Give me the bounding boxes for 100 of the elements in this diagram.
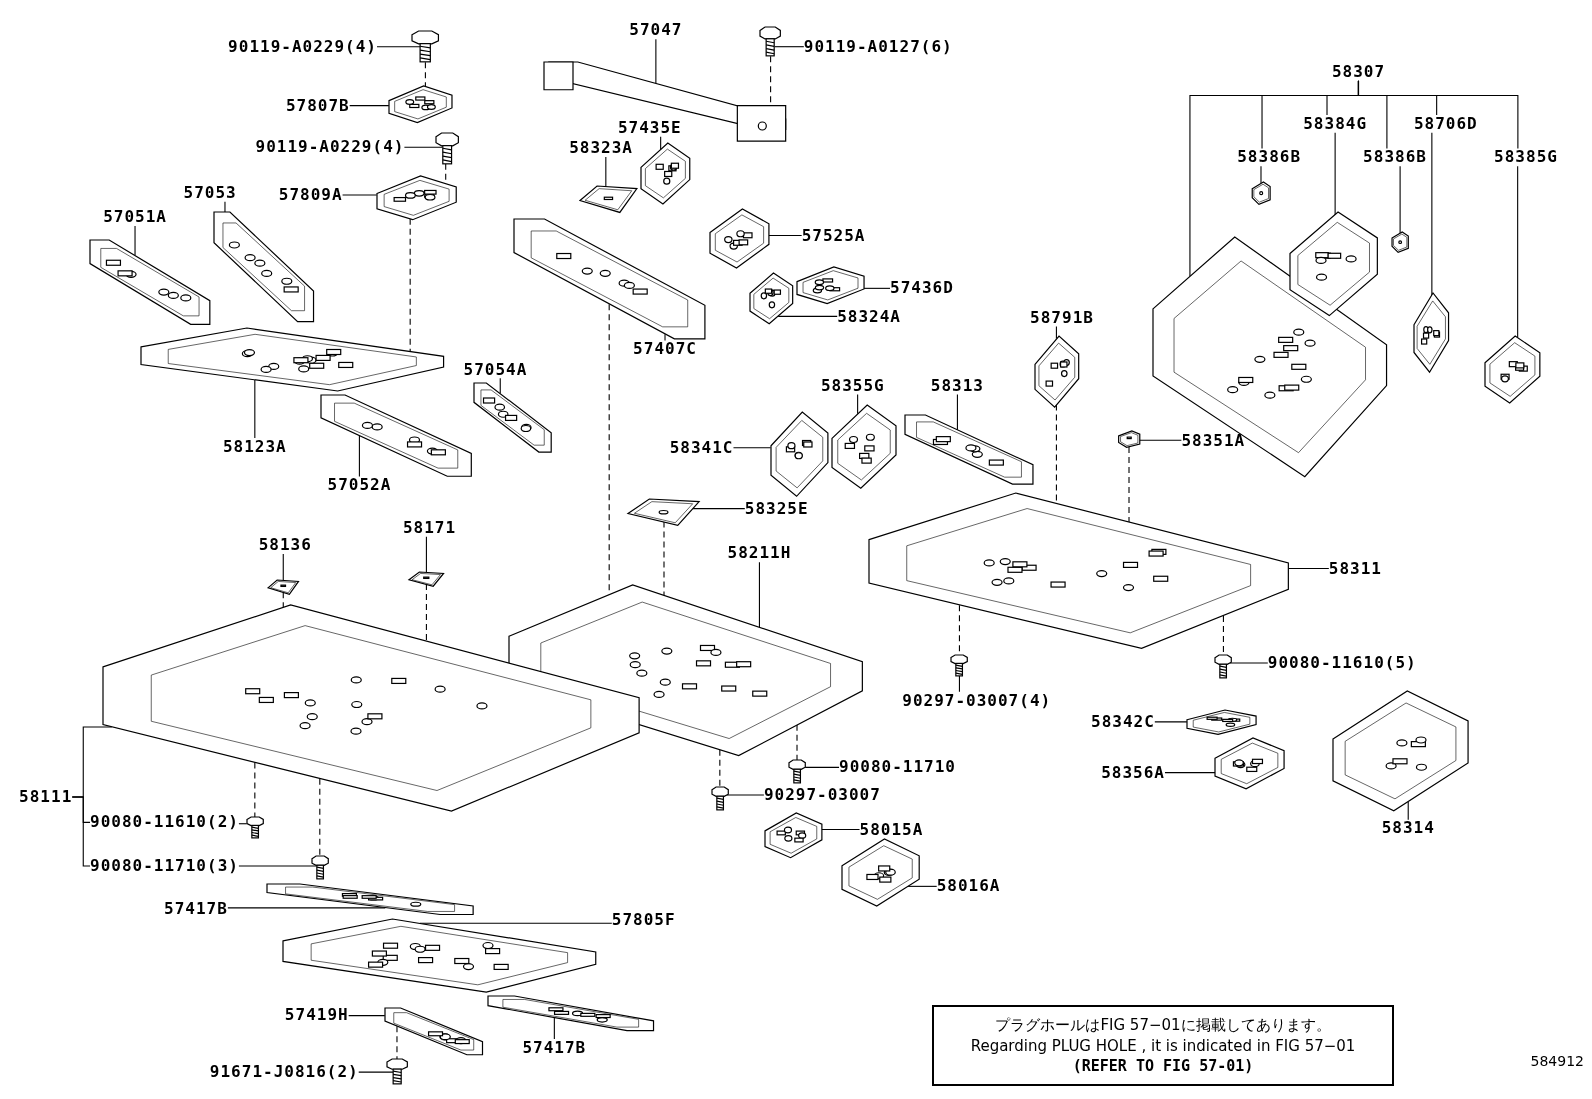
part-number: 90297-03007 xyxy=(763,786,881,804)
part-number: 58123A xyxy=(222,437,287,456)
floor-panel-drawing xyxy=(140,326,445,392)
leader-line xyxy=(1139,439,1182,441)
part-number: 58015A xyxy=(859,820,924,839)
rail-drawing xyxy=(266,883,475,916)
rail-drawing xyxy=(903,414,1034,486)
leader-line xyxy=(725,794,765,796)
part-number: 58016A xyxy=(936,877,1001,896)
bolt-drawing xyxy=(434,132,459,165)
washer-drawing xyxy=(578,184,638,214)
part-number: 90119-A0127(6) xyxy=(803,37,953,56)
panel-drawing xyxy=(749,272,794,325)
part-number: 57054A xyxy=(463,360,528,379)
assembly-line xyxy=(319,778,321,857)
leader-line xyxy=(376,46,421,48)
assembly-line xyxy=(282,591,284,608)
floor-panel-drawing xyxy=(101,604,640,813)
rail-drawing xyxy=(473,381,553,453)
note-text: プラグホールはFIG 57−01に掲載してあります。 xyxy=(995,1016,1331,1036)
leader-line xyxy=(956,394,958,431)
rail-drawing xyxy=(512,218,706,341)
leader-line xyxy=(403,146,443,148)
bolt-drawing xyxy=(310,854,329,880)
bolt-drawing xyxy=(950,653,969,677)
part-number: 90297-03007(4) xyxy=(902,691,1052,710)
leader-line xyxy=(768,235,803,237)
part-number: 58341C xyxy=(669,438,734,457)
part-number: 58356A xyxy=(1101,763,1165,782)
floor-panel-drawing xyxy=(868,492,1290,650)
part-number: 90080-11610(2) xyxy=(90,813,239,832)
part-number: 58311 xyxy=(1328,559,1382,578)
clip-drawing xyxy=(1388,231,1412,254)
leader-line xyxy=(254,379,256,439)
leader-line xyxy=(804,766,840,768)
rail-drawing xyxy=(383,1007,484,1056)
panel-drawing xyxy=(1484,335,1542,405)
leader-line xyxy=(71,796,91,867)
part-number: 58307 xyxy=(1331,63,1386,81)
leader-line xyxy=(1164,772,1216,774)
washer-drawing xyxy=(267,578,300,595)
part-number: 90080-11610(5) xyxy=(1267,654,1417,672)
leader-line xyxy=(774,46,805,48)
panel-drawing xyxy=(796,266,866,305)
panel-drawing xyxy=(375,174,457,221)
part-number: 58136 xyxy=(258,536,312,554)
part-number: 58111 xyxy=(19,788,73,806)
part-number: 57407C xyxy=(633,340,697,359)
part-number: 57805F xyxy=(611,911,676,929)
part-number: 58171 xyxy=(402,519,457,537)
part-number: 58791B xyxy=(1030,309,1094,327)
leader-line xyxy=(660,136,662,150)
leader-line xyxy=(605,156,607,187)
part-number: 57417B xyxy=(164,899,228,918)
part-number: 58342C xyxy=(1091,713,1155,731)
leader-line xyxy=(1431,132,1433,297)
leader-line xyxy=(1357,80,1519,150)
bolt-drawing xyxy=(759,26,782,57)
part-number: 57047 xyxy=(629,21,683,40)
panel-drawing xyxy=(1214,737,1286,790)
part-number: 58324A xyxy=(837,307,901,326)
assembly-line xyxy=(663,521,665,596)
panel-drawing xyxy=(1185,708,1257,736)
part-number: 58211H xyxy=(727,544,792,563)
part-number: 58706D xyxy=(1413,115,1478,133)
part-number: 58384G xyxy=(1303,115,1367,133)
part-number: 58355G xyxy=(820,377,885,395)
bolt-drawing xyxy=(710,785,729,811)
assembly-line xyxy=(396,1025,398,1060)
bolt-drawing xyxy=(787,759,807,784)
assembly-line xyxy=(424,61,426,88)
panel-drawing xyxy=(387,85,453,124)
panel-drawing xyxy=(1332,690,1470,813)
floor-panel-drawing xyxy=(1152,235,1388,478)
panel-drawing xyxy=(763,812,823,859)
part-number: 58313 xyxy=(930,377,984,395)
assembly-line xyxy=(796,724,798,761)
leader-line xyxy=(499,377,501,394)
note-text: Regarding PLUG HOLE , it is indicated in FIG 57−01 xyxy=(970,1037,1356,1056)
part-number: 57419H xyxy=(284,1006,349,1025)
part-number: 57051A xyxy=(103,208,167,227)
leader-line xyxy=(655,38,657,84)
leader-line xyxy=(282,553,284,581)
assembly-line xyxy=(409,218,411,352)
part-number: 58386B xyxy=(1363,148,1427,167)
rail-drawing xyxy=(213,211,315,323)
leader-line xyxy=(358,1071,394,1073)
part-number: 58325E xyxy=(744,499,809,518)
part-number: 90119-A0229(4) xyxy=(228,37,377,56)
panel-drawing xyxy=(840,837,920,907)
part-number: 57525A xyxy=(801,226,866,245)
panel-drawing xyxy=(1033,335,1080,409)
note-text: (REFER TO FIG 57-01) xyxy=(1072,1057,1254,1076)
leader-line xyxy=(134,225,136,256)
washer-drawing xyxy=(627,497,701,526)
part-number: 57052A xyxy=(327,476,392,495)
part-number: 90080-11710(3) xyxy=(90,857,239,875)
leader-line xyxy=(1055,326,1057,340)
part-number: 58385G xyxy=(1494,148,1558,167)
part-number: 57417B xyxy=(522,1039,587,1057)
